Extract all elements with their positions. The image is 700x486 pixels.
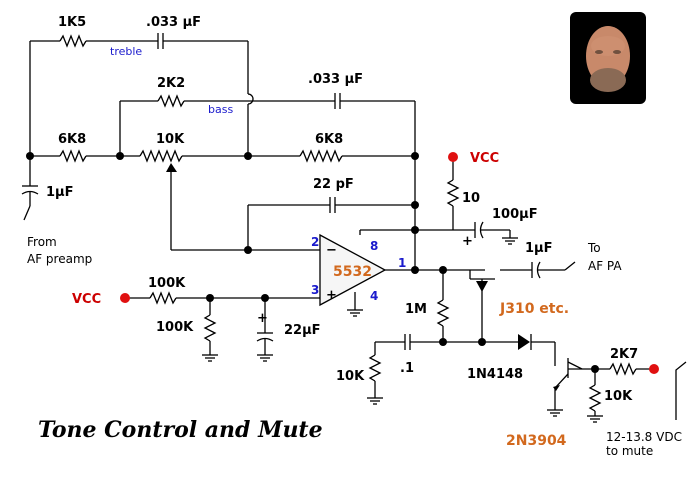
c-100uf-label: 100µF — [492, 207, 538, 222]
wires — [21, 33, 687, 423]
mute-voltage-line2: to mute — [606, 444, 653, 458]
c-22pf-label: 22 pF — [313, 177, 354, 192]
from-label-line1: From — [27, 235, 57, 249]
opamp-minus-sign: − — [326, 243, 337, 258]
pin-2-label: 2 — [311, 235, 319, 249]
diagram-title: Tone Control and Mute — [38, 417, 323, 443]
c-100uf-plus: + — [462, 234, 473, 249]
opamp-part-number: 5532 — [333, 264, 372, 280]
r-gnd-bias-label: 100K — [156, 320, 194, 335]
c-01-label: .1 — [400, 361, 414, 376]
r-1k5-label: 1K5 — [58, 15, 86, 30]
c-out-label: 1µF — [525, 241, 553, 256]
r-2k2-label: 2K2 — [157, 76, 185, 91]
c-input-label: 1µF — [46, 185, 74, 200]
vcc-left-label: VCC — [72, 292, 101, 307]
pin-3-label: 3 — [311, 283, 319, 297]
vcc-left-terminal — [120, 293, 130, 303]
r-6k8-input-label: 6K8 — [58, 132, 86, 147]
opamp-plus-sign: + — [326, 288, 337, 303]
treble-label: treble — [110, 45, 142, 58]
diode-label: 1N4148 — [467, 367, 523, 382]
c-22uf-plus: + — [257, 311, 268, 326]
r-10k-mute-label: 10K — [604, 389, 633, 404]
pot-10k-label: 10K — [156, 132, 185, 147]
transistor-label: 2N3904 — [506, 433, 567, 449]
r-1m-label: 1M — [405, 302, 427, 317]
to-label-line2: AF PA — [588, 259, 622, 273]
pin-4-label: 4 — [370, 289, 378, 303]
mute-input-terminal — [649, 364, 659, 374]
vcc-top-label: VCC — [470, 151, 499, 166]
r-10-label: 10 — [462, 191, 480, 206]
opamp: − + 5532 2 3 1 8 4 — [311, 233, 406, 307]
r-vcc-bias-label: 100K — [148, 276, 186, 291]
to-label-line1: To — [587, 241, 601, 255]
mute-voltage-line1: 12-13.8 VDC — [606, 430, 682, 444]
bass-label: bass — [208, 103, 233, 116]
junction-dots — [26, 152, 599, 373]
fet-label: J310 etc. — [499, 301, 569, 317]
c-treble-label: .033 µF — [146, 15, 201, 30]
c-22uf-label: 22µF — [284, 323, 321, 338]
pin-1-label: 1 — [398, 256, 406, 270]
pin-8-label: 8 — [370, 239, 378, 253]
vcc-top-terminal — [448, 152, 458, 162]
author-portrait — [570, 12, 646, 104]
r-6k8-feedback-label: 6K8 — [315, 132, 343, 147]
from-label-line2: AF preamp — [27, 252, 92, 266]
r-10k-gnd-label: 10K — [336, 369, 365, 384]
r-2k7-label: 2K7 — [610, 347, 638, 362]
c-bass-label: .033 µF — [308, 72, 363, 87]
